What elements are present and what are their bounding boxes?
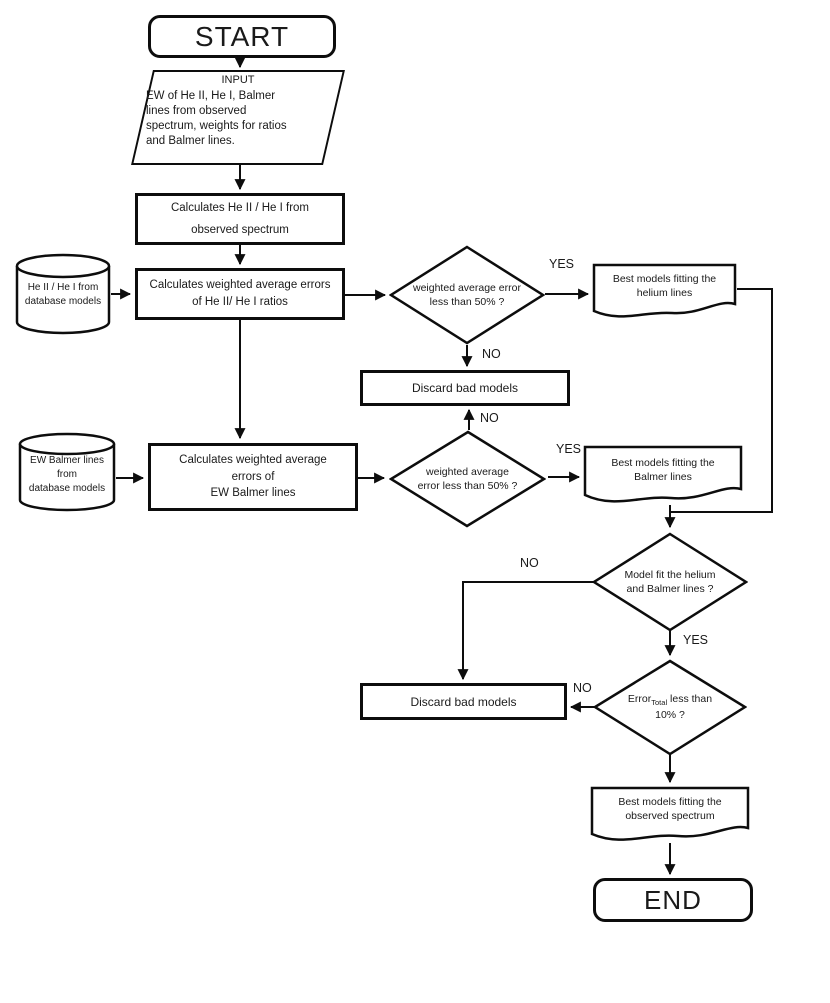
input-line: and Balmer lines.	[146, 134, 235, 147]
document-best-spectrum-line: Best models fitting the	[618, 796, 722, 808]
database-balmer-line: database models	[28, 483, 106, 494]
database-helium-line: He II / He I from	[27, 282, 99, 293]
arrow-decision-fit-no-to-discard	[457, 581, 594, 681]
process-discard-2-label: Discard bad models	[410, 694, 517, 709]
cylinder-shape	[18, 432, 116, 512]
label-no-decision-balmer: NO	[480, 411, 499, 425]
decision-balmer-line: error less than 50% ?	[417, 480, 518, 493]
process-discard-2: Discard bad models	[360, 683, 567, 720]
database-helium-cylinder: He II / He I from database models	[15, 253, 111, 335]
decision-balmer-line: weighted average	[426, 466, 509, 478]
document-best-balmer-line: Balmer lines	[634, 471, 692, 484]
decision-error-line2: 10% ?	[655, 709, 685, 722]
input-title: INPUT	[221, 74, 255, 86]
document-best-balmer-line: Best models fitting the	[611, 457, 715, 469]
line-best-helium-merge	[671, 288, 773, 513]
database-balmer-cylinder: EW Balmer lines from database models	[18, 432, 116, 512]
label-no-decision-fit: NO	[520, 556, 539, 570]
end-label: END	[644, 884, 702, 915]
document-best-helium-line: helium lines	[636, 287, 693, 300]
process-calc-ratio-line: Calculates He II / He I from	[170, 201, 310, 214]
decision-fit-line: Model fit the helium	[624, 569, 716, 581]
decision-balmer-diamond: weighted average error less than 50% ?	[389, 430, 546, 528]
process-calc-ratio: Calculates He II / He I from observed sp…	[135, 193, 345, 245]
document-best-balmer: Best models fitting the Balmer lines	[583, 445, 743, 507]
decision-error-diamond: ErrorTotal less than 10% ?	[593, 659, 747, 756]
process-calc-err-balmer: Calculates weighted average errors of EW…	[148, 443, 358, 511]
cylinder-shape	[15, 253, 111, 335]
decision-error-sub: Total	[651, 698, 668, 708]
decision-error-pre: Error	[627, 693, 652, 705]
process-calc-err-balmer-line: Calculates weighted average	[179, 453, 327, 466]
document-shape	[592, 263, 737, 318]
decision-helium-line: weighted average error	[413, 282, 521, 294]
label-yes-decision-fit: YES	[683, 633, 709, 647]
label-no-decision-error: NO	[573, 681, 592, 695]
process-calc-err-helium: Calculates weighted average errors of He…	[135, 268, 345, 320]
document-shape	[590, 786, 750, 841]
document-best-helium-line: Best models fitting the	[612, 273, 717, 285]
input-line: spectrum, weights for ratios	[146, 119, 287, 132]
start-label: START	[194, 20, 290, 52]
process-calc-err-balmer-line: EW Balmer lines	[210, 487, 296, 500]
decision-helium-diamond: weighted average error less than 50% ?	[389, 245, 545, 345]
process-calc-err-helium-line: Calculates weighted average errors	[149, 279, 331, 292]
decision-error-post: less than	[667, 693, 713, 705]
document-best-spectrum-line: observed spectrum	[625, 810, 715, 823]
document-best-helium: Best models fitting the helium lines	[592, 263, 737, 321]
database-balmer-line: EW Balmer lines	[30, 455, 104, 466]
end-terminator: END	[593, 878, 753, 922]
process-discard-1: Discard bad models	[360, 370, 570, 406]
process-calc-err-helium-line: of He II/ He I ratios	[192, 296, 288, 308]
diamond-shape	[592, 532, 748, 632]
document-shape	[583, 445, 743, 503]
database-balmer-line: from	[57, 469, 77, 480]
start-terminator: START	[148, 15, 336, 58]
decision-helium-line: less than 50% ?	[429, 296, 505, 309]
decision-fit-diamond: Model fit the helium and Balmer lines ?	[592, 532, 748, 632]
process-calc-err-balmer-line: errors of	[231, 470, 275, 483]
diamond-shape	[389, 430, 546, 528]
label-yes-decision-helium: YES	[549, 257, 575, 271]
input-line: EW of He II, He I, Balmer	[146, 89, 276, 102]
label-yes-decision-balmer: YES	[556, 442, 582, 456]
input-line: lines from observed	[146, 104, 247, 117]
decision-fit-line: and Balmer lines ?	[626, 583, 714, 596]
diamond-shape	[389, 245, 545, 345]
process-discard-1-label: Discard bad models	[411, 381, 519, 395]
document-best-spectrum: Best models fitting the observed spectru…	[590, 786, 750, 844]
decision-error-line1: ErrorTotal less than	[593, 692, 747, 708]
input-text: INPUT EW of He II, He I, Balmer lines fr…	[140, 73, 336, 149]
label-no-decision-helium: NO	[482, 347, 501, 361]
diamond-shape	[593, 659, 747, 756]
database-helium-line: database models	[24, 296, 102, 307]
process-calc-ratio-line: observed spectrum	[191, 223, 289, 236]
